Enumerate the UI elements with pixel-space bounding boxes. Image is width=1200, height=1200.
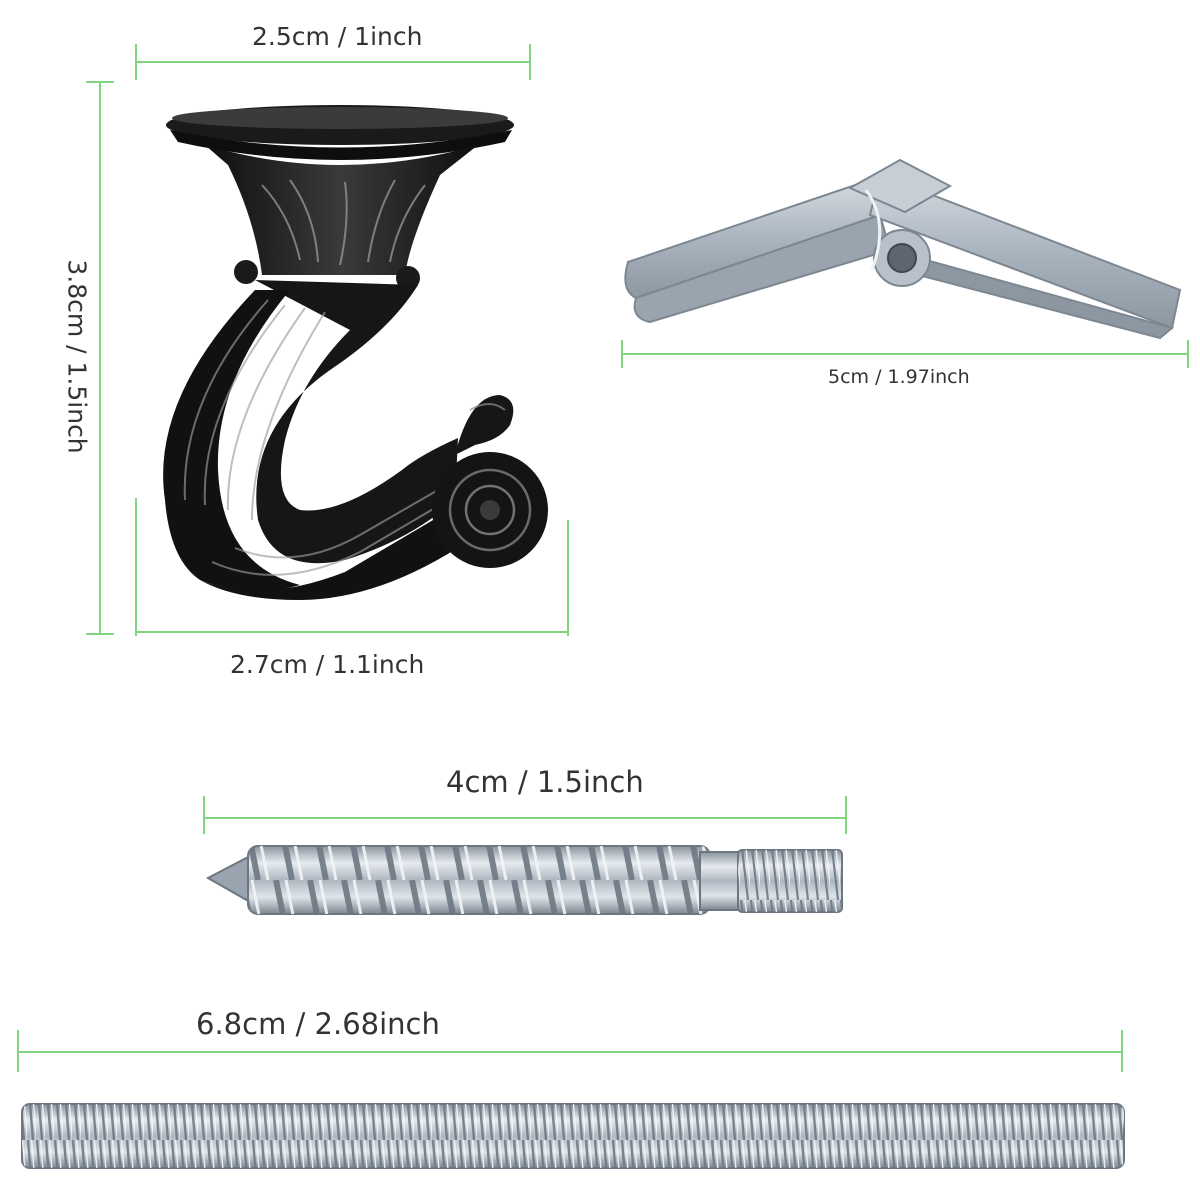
ceiling-hook-image [163,105,548,600]
hook-base-dimension-line [135,498,569,636]
hook-base-width-label: 2.7cm / 1.1inch [230,650,425,679]
hook-top-dimension-line [135,44,531,80]
hanger-screw-image [205,845,843,915]
hook-top-width-label: 2.5cm / 1inch [252,22,423,51]
hanger-screw-dimension-line [203,796,847,834]
hanger-screw-length-label: 4cm / 1.5inch [446,765,644,799]
hook-height-dimension-line [86,81,114,635]
threaded-rod-dimension-line [17,1030,1123,1072]
hook-height-label: 3.8cm / 1.5inch [62,259,92,454]
threaded-rod-image [21,1103,1125,1169]
toggle-wing-dimension-line [621,340,1189,368]
toggle-wing-length-label: 5cm / 1.97inch [828,366,970,388]
threaded-rod-length-label: 6.8cm / 2.68inch [196,1007,440,1041]
toggle-wing-image [624,158,1182,340]
